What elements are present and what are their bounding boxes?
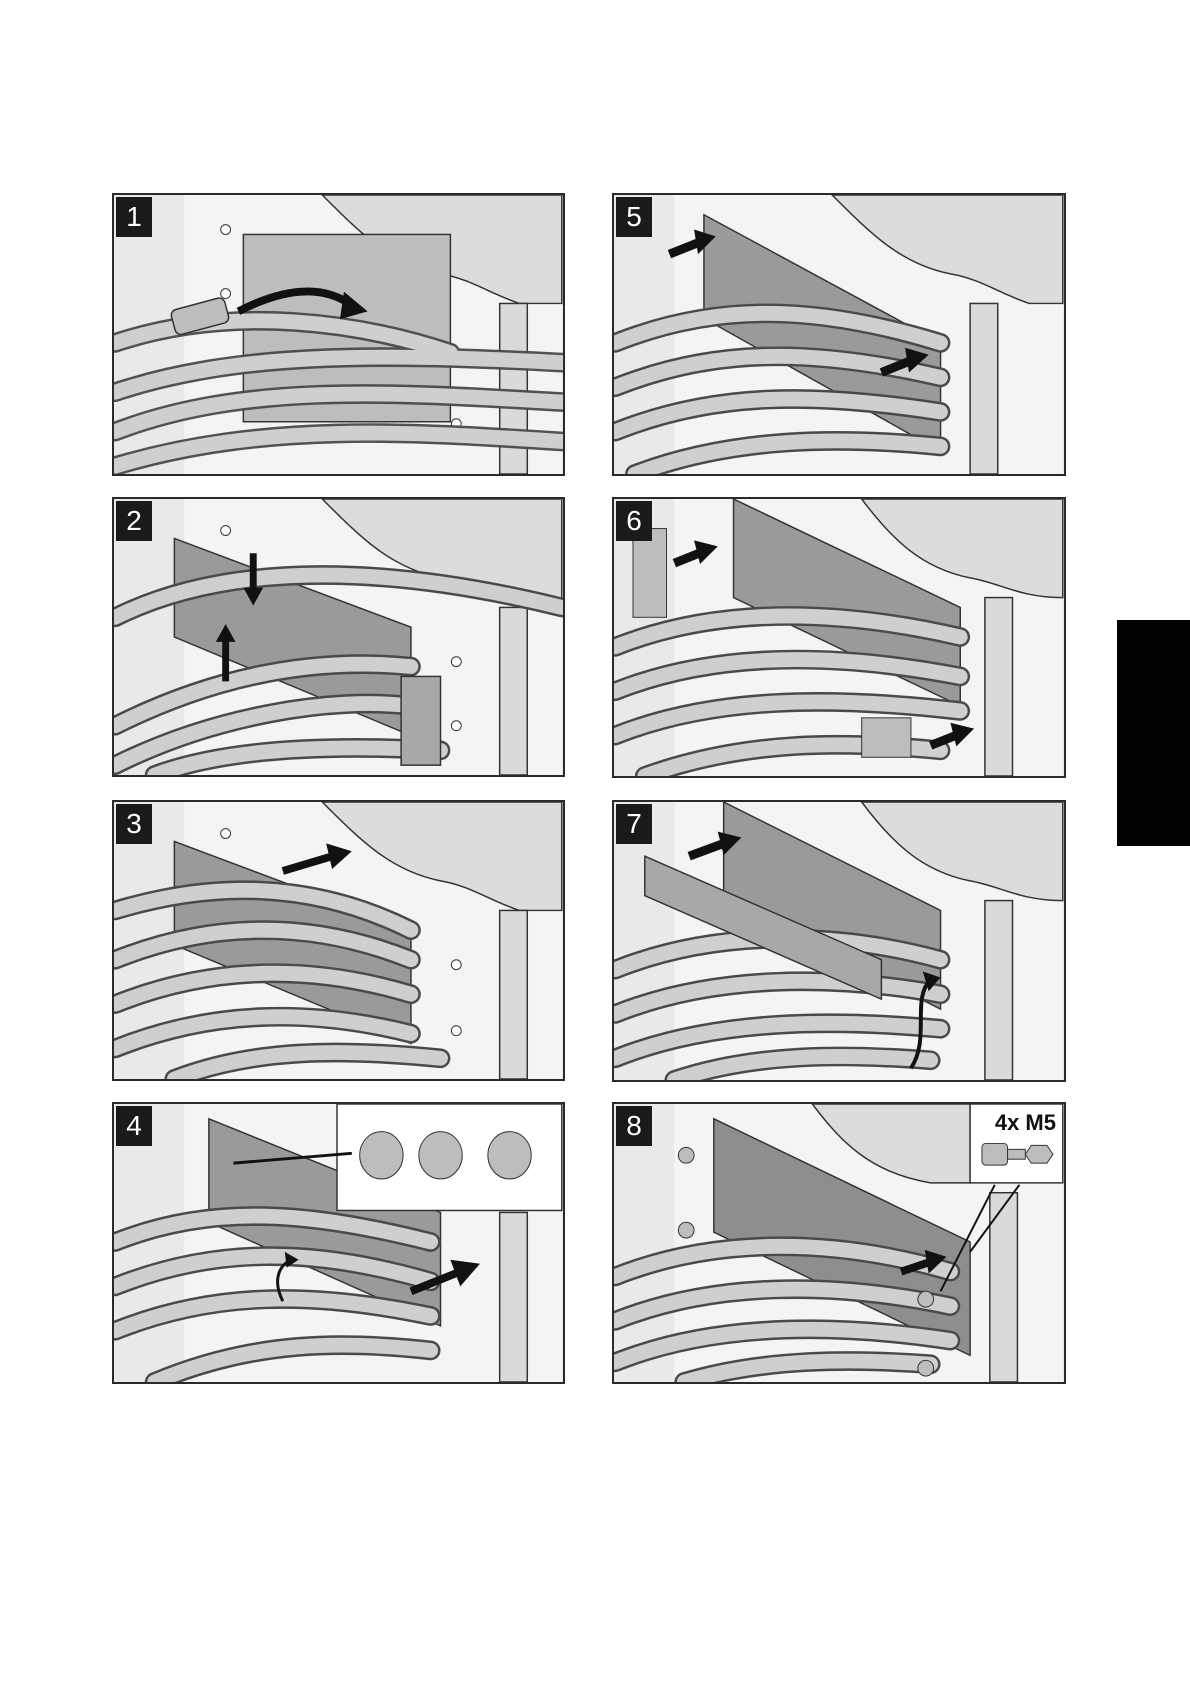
step-6-illustration bbox=[614, 499, 1064, 776]
step-2-illustration bbox=[114, 499, 563, 775]
step-number-badge: 4 bbox=[116, 1106, 152, 1146]
step-5-panel: 5 bbox=[612, 193, 1066, 476]
step-4-panel: 4 bbox=[112, 1102, 565, 1384]
step-7-panel: 7 bbox=[612, 800, 1066, 1082]
step-number-badge: 8 bbox=[616, 1106, 652, 1146]
step-number-badge: 3 bbox=[116, 804, 152, 844]
step-3-illustration bbox=[114, 802, 563, 1079]
hardware-label: 4x M5 bbox=[995, 1110, 1056, 1136]
step-number-badge: 1 bbox=[116, 197, 152, 237]
step-8-illustration bbox=[614, 1104, 1064, 1382]
step-7-illustration bbox=[614, 802, 1064, 1080]
step-number-badge: 7 bbox=[616, 804, 652, 844]
step-8-panel: 8 4x M5 bbox=[612, 1102, 1066, 1384]
step-3-panel: 3 bbox=[112, 800, 565, 1081]
step-number-badge: 2 bbox=[116, 501, 152, 541]
step-number-badge: 5 bbox=[616, 197, 652, 237]
step-1-illustration bbox=[114, 195, 563, 474]
step-2-panel: 2 bbox=[112, 497, 565, 777]
step-1-panel: 1 bbox=[112, 193, 565, 476]
step-4-illustration bbox=[114, 1104, 563, 1382]
step-5-illustration bbox=[614, 195, 1064, 474]
step-6-panel: 6 bbox=[612, 497, 1066, 778]
step-number-badge: 6 bbox=[616, 501, 652, 541]
side-tab-marker bbox=[1117, 620, 1190, 846]
